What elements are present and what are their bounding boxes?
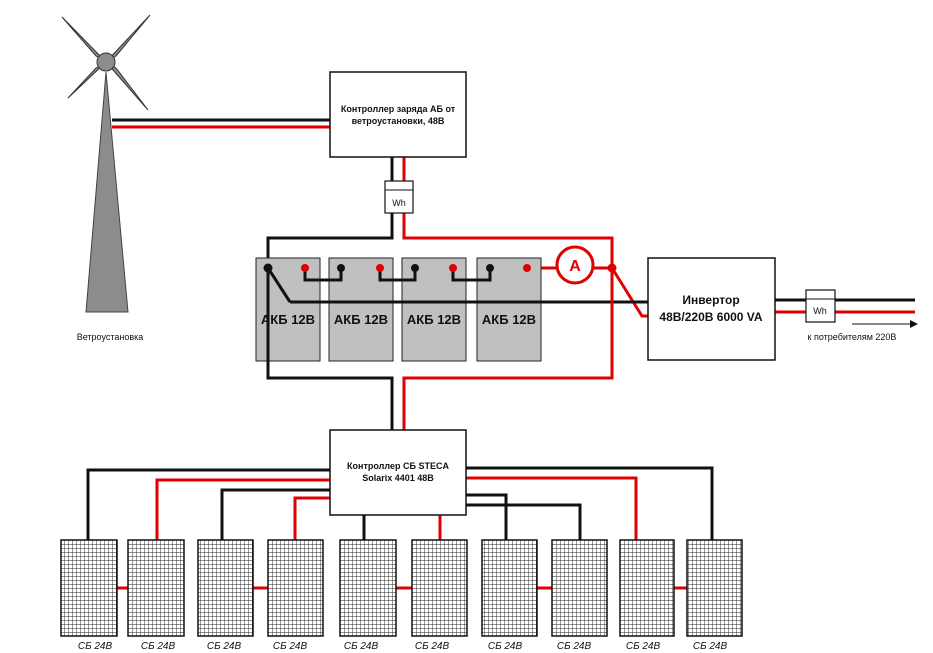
consumers-arrow-icon xyxy=(852,320,918,328)
series-link-overlay-2 xyxy=(378,268,417,282)
solar-panel-7 xyxy=(481,539,538,637)
terminal-overlay-2 xyxy=(337,264,345,272)
solar-controller-box xyxy=(329,429,467,516)
consumers-label: к потребителям 220В xyxy=(808,332,897,342)
energy-meter-output-label: Wh xyxy=(813,306,827,316)
solar-panel-2-label: СБ 24В xyxy=(141,641,176,652)
solar-panel-7-label: СБ 24В xyxy=(488,641,523,652)
solar-panel-8 xyxy=(551,539,608,637)
solar-controller-line2: Solarix 4401 48В xyxy=(362,473,434,483)
wire-panels-positive-left xyxy=(155,478,330,540)
battery-1-label: АКБ 12В xyxy=(261,312,315,327)
turbine-tower xyxy=(85,71,129,313)
ammeter-icon: A xyxy=(555,245,595,285)
solar-panel-4-label: СБ 24В xyxy=(273,641,308,652)
solar-panel-1 xyxy=(60,539,118,637)
battery-4 xyxy=(476,257,542,362)
wire-wc-battery-negative xyxy=(266,213,394,268)
terminal-overlay-5 xyxy=(449,264,457,272)
terminal-overlay-3 xyxy=(376,264,384,272)
wind-turbine-label: Ветроустановка xyxy=(77,332,144,342)
energy-meter-wind: Wh xyxy=(384,180,414,214)
wire-panels-negative-2 xyxy=(220,488,330,540)
battery-2 xyxy=(328,257,394,362)
solar-panel-6 xyxy=(411,539,468,637)
solar-panel-2 xyxy=(127,539,185,637)
solar-panel-9-label: СБ 24В xyxy=(626,641,661,652)
solar-panel-10-label: СБ 24В xyxy=(693,641,728,652)
solar-panel-4 xyxy=(267,539,324,637)
solar-panel-3-label: СБ 24В xyxy=(207,641,242,652)
inverter-line1: Инвертор xyxy=(682,293,739,307)
wire-panels-negative-5 xyxy=(466,503,582,540)
wire-panels-positive-2 xyxy=(293,496,330,540)
battery-3-label: АКБ 12В xyxy=(407,312,461,327)
wire-wc-battery-positive xyxy=(402,213,614,268)
wire-panels-negative-4 xyxy=(466,493,508,540)
solar-controller-line1: Контроллер СБ STECA xyxy=(347,461,449,471)
wire-positive-to-inverter xyxy=(610,267,648,318)
wire-solar-battery-positive xyxy=(402,268,614,430)
energy-meter-wind-label: Wh xyxy=(392,198,406,208)
terminal-overlay-6 xyxy=(486,264,494,272)
solar-panel-9 xyxy=(619,539,675,637)
wind-turbine-icon xyxy=(61,14,151,313)
solar-panel-3 xyxy=(197,539,254,637)
series-link-overlay-1 xyxy=(303,268,343,282)
battery-4-label: АКБ 12В xyxy=(482,312,536,327)
wire-panels-positive-right xyxy=(466,476,638,540)
wire-negative-diag xyxy=(266,267,292,303)
solar-panel-10 xyxy=(686,539,743,637)
node-positive-main xyxy=(607,263,617,273)
wind-controller-line1: Контроллер заряда АБ от xyxy=(341,104,456,114)
terminal-overlay-7 xyxy=(523,264,531,272)
wind-controller-box xyxy=(329,71,467,158)
turbine-rotor xyxy=(61,14,151,111)
wind-controller-line2: ветроустановки, 48В xyxy=(352,116,445,126)
solar-panel-6-label: СБ 24В xyxy=(415,641,450,652)
solar-panel-5-label: СБ 24В xyxy=(344,641,379,652)
battery-2-label: АКБ 12В xyxy=(334,312,388,327)
node-negative-overlay xyxy=(263,263,273,273)
solar-panel-8-label: СБ 24В xyxy=(557,641,592,652)
battery-1 xyxy=(255,257,321,362)
solar-panel-labels: СБ 24В СБ 24В СБ 24В СБ 24В СБ 24В СБ 24… xyxy=(78,641,728,652)
energy-meter-output: Wh xyxy=(805,289,836,323)
solar-panel-5 xyxy=(339,539,397,637)
battery-bank: АКБ 12В АКБ 12В АКБ 12В АКБ 12В xyxy=(255,257,542,362)
inverter-line2: 48В/220В 6000 VA xyxy=(659,310,763,324)
terminal-overlay-1 xyxy=(301,264,309,272)
ammeter-label: A xyxy=(569,258,581,275)
battery-3 xyxy=(401,257,467,362)
wire-panels-negative-right xyxy=(466,466,714,540)
inverter-box xyxy=(647,257,776,361)
wire-panels-negative-left xyxy=(86,468,330,540)
solar-panel-1-label: СБ 24В xyxy=(78,641,113,652)
solar-panel-array xyxy=(60,539,743,637)
series-link-overlay-3 xyxy=(451,268,492,282)
terminal-overlay-4 xyxy=(411,264,419,272)
